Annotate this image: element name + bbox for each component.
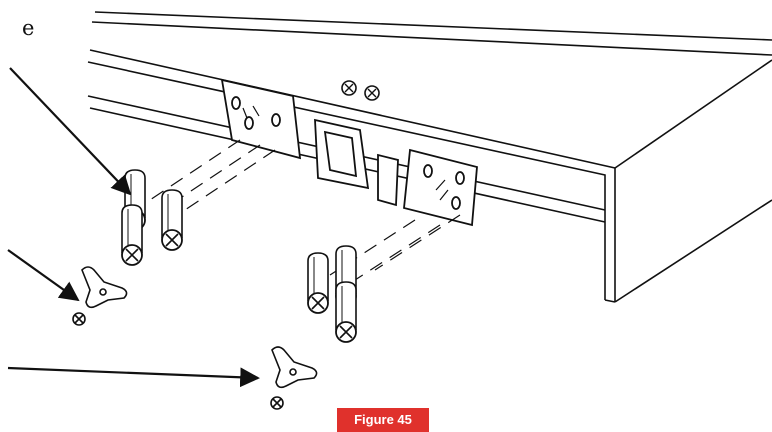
callout-arrow-anchor bbox=[9, 67, 132, 196]
wing-clip-left bbox=[72, 266, 128, 326]
anchor-right-3 bbox=[335, 281, 357, 343]
callout-arrow-clip bbox=[7, 249, 80, 302]
anchor-right-1 bbox=[307, 252, 329, 314]
left-mounting-plate bbox=[220, 78, 302, 160]
callout-arrows bbox=[7, 67, 260, 388]
anchor-left-mid bbox=[161, 189, 183, 251]
alignment-guides bbox=[149, 139, 461, 281]
center-connector bbox=[314, 118, 399, 207]
right-mounting-plate bbox=[403, 148, 478, 227]
wing-clip-right bbox=[270, 346, 318, 410]
figure-caption-badge: Figure 45 bbox=[337, 408, 429, 432]
callout-label-fragment: e bbox=[22, 16, 35, 40]
top-screw-pair bbox=[341, 80, 380, 101]
callout-arrow-screw bbox=[7, 366, 260, 388]
anchor-left-low bbox=[121, 204, 143, 266]
